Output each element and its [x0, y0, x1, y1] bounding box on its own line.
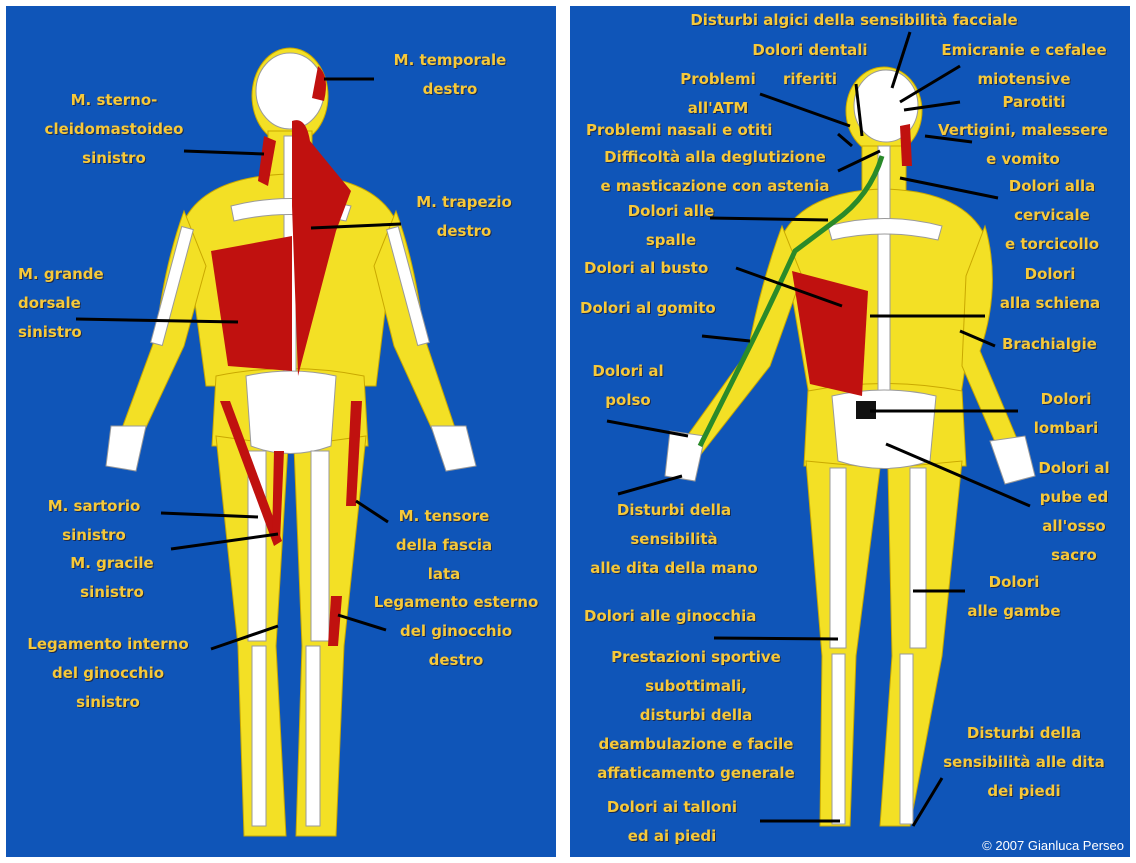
label-parotiti-text: Parotiti [1002, 93, 1065, 111]
label-spalle-text: Dolori alle spalle [628, 202, 715, 249]
label-dita-mano: Disturbi della sensibilità alle dita del… [574, 496, 774, 583]
label-pube: Dolori al pube ed all'osso sacro [1026, 454, 1122, 570]
label-temporale: M. temporale destro [370, 46, 530, 104]
cervical-muscle-r [900, 124, 912, 166]
label-sartorio: M. sartorio sinistro [26, 492, 162, 550]
copyright-notice: © 2007 Gianluca Perseo [982, 838, 1124, 853]
label-deglutizione: Difficoltà alla deglutizione e masticazi… [574, 143, 856, 201]
label-cervicale: Dolori alla cervicale e torcicollo [982, 172, 1122, 259]
label-sartorio-text: M. sartorio sinistro [48, 497, 141, 544]
label-atm: Problemi all'ATM [668, 65, 768, 123]
label-tensore-text: M. tensore della fascia lata [396, 507, 492, 583]
label-gomito: Dolori al gomito [580, 294, 770, 323]
label-dita-piedi-text: Disturbi della sensibilità alle dita dei… [943, 724, 1105, 800]
right-tibia-r [900, 654, 913, 824]
label-brachialgie-text: Brachialgie [1002, 335, 1097, 353]
leader-dita-mano [618, 476, 682, 494]
label-nasali-text: Problemi nasali e otiti [586, 121, 772, 139]
label-atm-text: Problemi all'ATM [680, 70, 756, 117]
right-femur [311, 451, 329, 641]
label-tensore: M. tensore della fascia lata [376, 502, 512, 589]
right-tibia [306, 646, 320, 826]
leader-polso [607, 421, 688, 436]
label-talloni-text: Dolori ai talloni ed ai piedi [607, 798, 737, 845]
label-prestazioni: Prestazioni sportive subottimali, distur… [576, 643, 816, 788]
left-anatomy-panel: M. temporale destro M. sterno- cleidomas… [6, 6, 556, 857]
label-polso-text: Dolori al polso [592, 362, 663, 409]
label-vertigini-text: Vertigini, malessere e vomito [938, 121, 1108, 168]
label-talloni: Dolori ai talloni ed ai piedi [582, 793, 762, 851]
label-dita-mano-text: Disturbi della sensibilità alle dita del… [590, 501, 757, 577]
label-schiena: Dolori alla schiena [980, 260, 1120, 318]
left-tibia-r [832, 654, 845, 824]
label-spalle: Dolori alle spalle [606, 197, 736, 255]
leader-gomito [702, 336, 750, 341]
label-ginocchia-text: Dolori alle ginocchia [584, 607, 756, 625]
label-leg-interno: Legamento interno del ginocchio sinistro [10, 630, 206, 717]
left-tibia [252, 646, 266, 826]
label-temporale-text: M. temporale destro [394, 51, 507, 98]
label-gambe-text: Dolori alle gambe [967, 573, 1060, 620]
left-hand-bones [106, 426, 146, 471]
label-leg-esterno-text: Legamento esterno del ginocchio destro [374, 593, 539, 669]
label-parotiti: Parotiti [974, 88, 1094, 117]
label-emicranie-text: Emicranie e cefalee miotensive [941, 41, 1106, 88]
label-ginocchia: Dolori alle ginocchia [584, 602, 804, 631]
label-facciale: Disturbi algici della sensibilità faccia… [654, 6, 1054, 35]
label-gracile: M. gracile sinistro [52, 549, 172, 607]
label-vertigini: Vertigini, malessere e vomito [922, 116, 1124, 174]
leader-ginocchia [714, 638, 838, 639]
pelvis-bones-r [832, 390, 936, 469]
right-anatomy-panel: Disturbi algici della sensibilità faccia… [570, 6, 1130, 857]
label-leg-esterno: Legamento esterno del ginocchio destro [358, 588, 554, 675]
label-busto: Dolori al busto [584, 254, 764, 283]
left-femur-r [830, 468, 846, 648]
label-gracile-text: M. gracile sinistro [70, 554, 153, 601]
left-hand-bones-r [665, 431, 705, 481]
label-lombari-text: Dolori lombari [1034, 390, 1098, 437]
busto-muscle-r [792, 271, 868, 396]
label-brachialgie: Brachialgie [1002, 330, 1122, 359]
pelvis-bones [246, 371, 336, 454]
leader-sterno [184, 151, 264, 154]
label-gambe: Dolori alle gambe [954, 568, 1074, 626]
label-schiena-text: Dolori alla schiena [1000, 265, 1100, 312]
label-sterno: M. sterno- cleidomastoideo sinistro [34, 86, 194, 173]
label-trapezio: M. trapezio destro [394, 188, 534, 246]
label-sterno-text: M. sterno- cleidomastoideo sinistro [45, 91, 184, 167]
label-lombari: Dolori lombari [1016, 385, 1116, 443]
label-dentali-text: Dolori dentali riferiti [752, 41, 867, 88]
label-dita-piedi: Disturbi della sensibilità alle dita dei… [924, 719, 1124, 806]
label-cervicale-text: Dolori alla cervicale e torcicollo [1005, 177, 1099, 253]
label-prestazioni-text: Prestazioni sportive subottimali, distur… [597, 648, 795, 782]
label-emicranie: Emicranie e cefalee miotensive [928, 36, 1120, 94]
label-leg-interno-text: Legamento interno del ginocchio sinistro [27, 635, 188, 711]
label-deglutizione-text: Difficoltà alla deglutizione e masticazi… [600, 148, 829, 195]
right-femur-r [910, 468, 926, 648]
label-facciale-text: Disturbi algici della sensibilità faccia… [690, 11, 1017, 29]
label-dorsale-text: M. grande dorsale sinistro [18, 265, 104, 341]
label-polso: Dolori al polso [578, 357, 678, 415]
label-gomito-text: Dolori al gomito [580, 299, 716, 317]
label-busto-text: Dolori al busto [584, 259, 708, 277]
right-hand-bones [431, 426, 476, 471]
spine-shape-r [878, 146, 890, 406]
label-dorsale: M. grande dorsale sinistro [18, 260, 138, 347]
label-nasali: Problemi nasali e otiti [586, 116, 836, 145]
label-trapezio-text: M. trapezio destro [416, 193, 512, 240]
label-pube-text: Dolori al pube ed all'osso sacro [1038, 459, 1109, 564]
